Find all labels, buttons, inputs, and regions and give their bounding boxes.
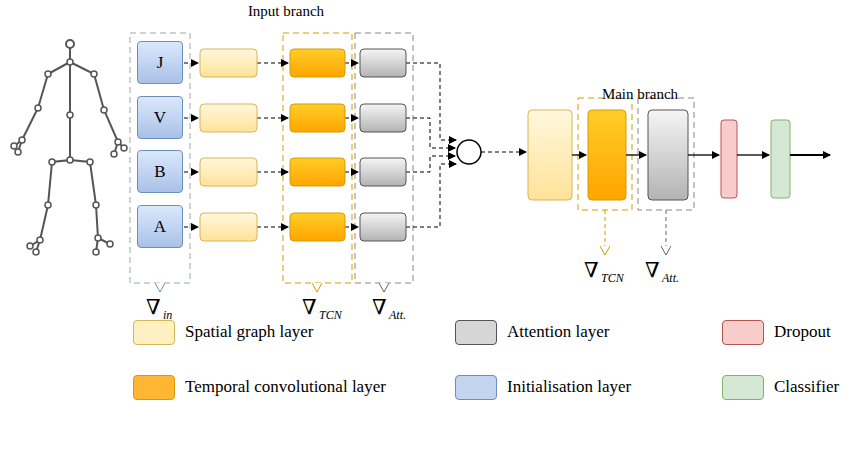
legend-swatch [133,375,175,400]
legend-swatch [133,320,175,345]
attention-frame [355,33,413,283]
tcn-frame [578,98,632,210]
init-box: V [137,96,183,139]
legend-text: Dropout [774,323,831,342]
init-label: J [157,53,164,73]
legend-text: Initialisation layer [507,378,631,397]
gradient-symbol: ∇ [302,296,317,319]
legend-swatch [455,375,497,400]
gradient-subscript: TCN [601,272,624,285]
init-label: A [154,217,166,237]
gradient-subscript: Att. [662,272,679,285]
init-box: J [137,41,183,84]
skeleton-figure [14,40,124,252]
branch-title: Main branch [602,86,678,103]
attention-frame [638,98,694,210]
legend-text: Classifier [774,378,839,397]
main-branch [528,110,830,200]
gradient-symbol: ∇ [645,259,660,282]
fusion-circle [457,140,481,164]
gradient-symbol: ∇ [146,296,161,319]
legend-swatch [455,320,497,345]
legend-swatch [722,375,764,400]
tcn-frame [283,33,352,283]
gradient-symbol: ∇ [584,259,599,282]
input-init-frame [130,33,190,283]
legend-text: Spatial graph layer [185,323,313,342]
branch-title: Input branch [248,3,324,20]
init-label: B [154,162,165,182]
gradient-symbol: ∇ [372,296,387,319]
gradient-subscript: Att. [389,309,406,322]
legend-swatch [722,320,764,345]
init-label: V [154,108,166,128]
legend-text: Temporal convolutional layer [185,378,386,397]
input-rows [184,49,526,241]
legend-text: Attention layer [507,323,609,342]
init-box: B [137,150,183,193]
gradient-arrows [160,210,666,292]
init-box: A [137,205,183,248]
gradient-subscript: TCN [319,309,342,322]
